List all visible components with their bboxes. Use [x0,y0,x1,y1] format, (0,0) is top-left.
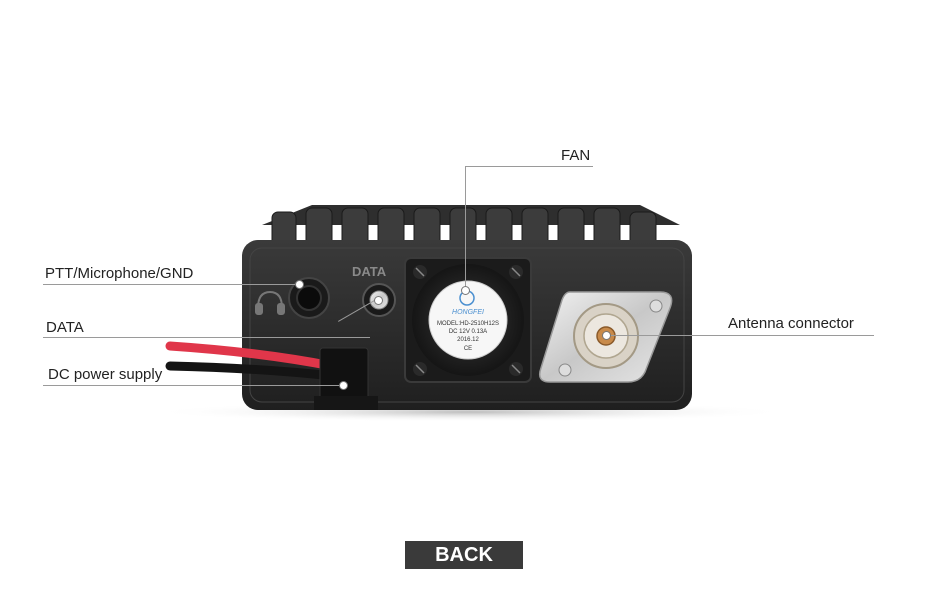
ptt-dot [295,280,304,289]
power-cable [165,341,378,410]
fan-ce-mark: CE [464,346,472,352]
fan-label: FAN [561,147,591,164]
fan-dot [461,286,470,295]
fan-date-text: 2016.12 [457,337,479,343]
fan-leader-vertical [465,166,466,290]
data-label: DATA [46,319,84,336]
dc-dot [339,381,348,390]
fan: HONGFEI MODEL:HD-2510H12S DC 12V 0.13A 2… [404,257,532,383]
dc-leader [43,385,343,386]
fan-leader-horizontal [465,166,593,167]
antenna-label: Antenna connector [728,315,854,332]
headset-icon [255,290,285,315]
fan-model-text: MODEL:HD-2510H12S [437,321,499,327]
fan-rating-text: DC 12V 0.13A [449,329,487,335]
ptt-leader [43,284,299,285]
data-leader [43,337,370,338]
panel-data-text: DATA [352,264,387,279]
fan-brand-text: HONGFEI [452,309,484,316]
antenna-dot [602,331,611,340]
dc-power-label: DC power supply [48,366,163,383]
back-button[interactable]: BACK [405,541,523,569]
antenna-leader [606,335,874,336]
data-dot [374,296,383,305]
ptt-label: PTT/Microphone/GND [45,265,194,282]
